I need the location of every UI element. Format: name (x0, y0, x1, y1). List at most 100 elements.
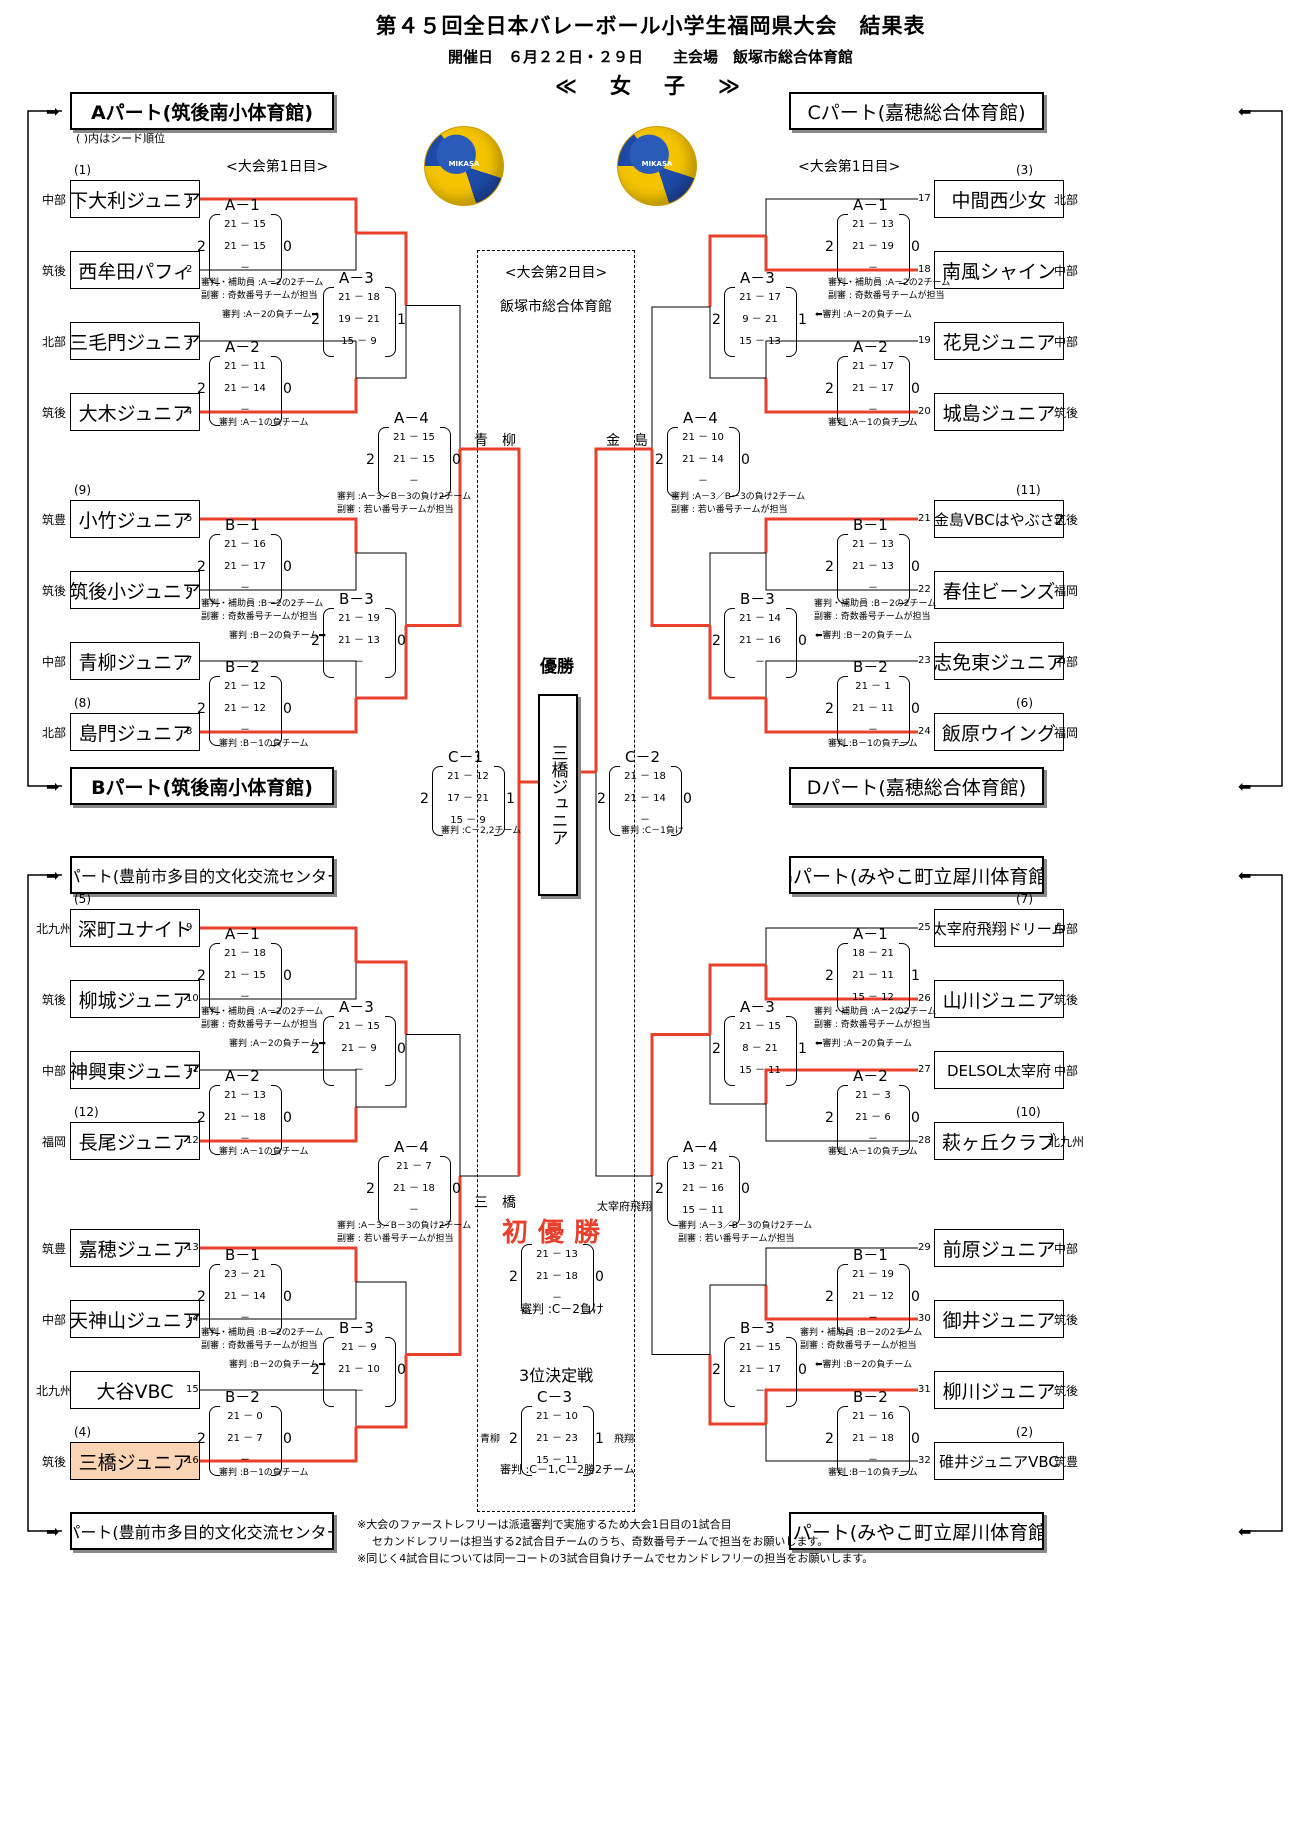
set-score: 21 － 12 (224, 703, 266, 714)
champion-box: 三橋ジュニア (538, 694, 578, 896)
set-score: － (240, 1455, 250, 1466)
part-d-box: Dパート(嘉穂総合体育館) (789, 767, 1044, 805)
team-number: 7 (186, 655, 193, 666)
set-score: － (868, 583, 878, 594)
set-score: － (868, 1313, 878, 1324)
sets-won-right: 0 (741, 1181, 750, 1197)
match-label: A－3 (740, 269, 775, 287)
score-brace (385, 287, 396, 357)
score-brace (385, 608, 396, 678)
score-brace (209, 943, 220, 1013)
match-label: A－2 (853, 1067, 888, 1085)
winner-label: 金 島 (606, 433, 648, 449)
set-score: 21 － 15 (224, 970, 266, 981)
score-brace (209, 356, 220, 426)
winner-path (764, 698, 918, 734)
referee-note: 審判 :A－2の負チーム➡ (222, 310, 320, 320)
team-seed: (6) (1016, 696, 1033, 710)
set-score: 15 － 11 (536, 1455, 578, 1466)
set-score: 21 － 13 (852, 539, 894, 550)
referee-note: 審判・補助員 :A－2の2チーム (201, 278, 324, 288)
team-number: 17 (918, 193, 931, 204)
referee-note: ⬅審判 :B－2の負チーム (815, 1360, 913, 1370)
set-score: 21 － 17 (739, 292, 781, 303)
sets-won-left: 2 (509, 1431, 518, 1447)
score-brace (837, 1406, 848, 1476)
referee-note: 副審 : 奇数番号チームが担当 (201, 612, 318, 622)
set-score: 21 － 18 (852, 1433, 894, 1444)
set-score: 21 － 16 (682, 1183, 724, 1194)
set-score: 21 － 15 (224, 219, 266, 230)
winner-path (764, 1068, 918, 1104)
score-brace (837, 676, 848, 746)
team-region: 筑後 (41, 1455, 66, 1469)
score-brace (323, 1016, 334, 1086)
team-region: 筑後 (41, 264, 66, 278)
score-brace (667, 427, 678, 497)
team-number: 30 (918, 1313, 931, 1324)
set-score: － (868, 725, 878, 736)
match-label: B－1 (225, 516, 260, 534)
team-region: 中部 (41, 1064, 66, 1078)
score-brace (209, 534, 220, 604)
match-label: B－3 (339, 1319, 374, 1337)
set-score: 21 － 6 (855, 1112, 891, 1123)
set-score: 8 － 21 (742, 1043, 778, 1054)
arrow-left-icon: ⬅ (1238, 777, 1252, 796)
team-name-25: 太宰府飛翔ドリーム (934, 909, 1064, 947)
match-label: B－3 (339, 590, 374, 608)
winner-path (650, 1033, 710, 1176)
set-score: 17 － 21 (447, 793, 489, 804)
set-score: 15 － 9 (450, 815, 486, 826)
winner-label: 青 柳 (474, 433, 516, 449)
team-number: 28 (918, 1135, 931, 1146)
sets-won-right: 0 (911, 239, 920, 255)
team-seed: (7) (1016, 892, 1033, 906)
winner-path (650, 449, 710, 627)
footer-note: セカンドレフリーは担当する2試合目チームのうち、奇数番号チームで担当をお願いしま… (372, 1535, 829, 1548)
footer-note: ※同じく4試合目については同一コートの3試合目負けチームでセカンドレフリーの担当… (357, 1552, 874, 1565)
set-score: － (755, 1386, 765, 1397)
set-score: － (240, 405, 250, 416)
referee-note: 審判・補助員 :A－2の2チーム (201, 1007, 324, 1017)
match-label: A－4 (683, 1138, 718, 1156)
team-name-10: 柳城ジュニア (70, 980, 200, 1018)
day2-label: <大会第2日目> (504, 265, 608, 281)
set-score: 21 － 9 (341, 1342, 377, 1353)
match-label: A－3 (339, 269, 374, 287)
winner-label: 三 橋 (474, 1195, 516, 1211)
match-label: B－1 (225, 1246, 260, 1264)
set-score: － (868, 405, 878, 416)
team-region: 中部 (41, 655, 66, 669)
set-score: 23 － 21 (224, 1269, 266, 1280)
team-number: 15 (186, 1384, 199, 1395)
sets-won-left: 2 (420, 791, 429, 807)
sets-won-right: 0 (283, 701, 292, 717)
day1-label: <大会第1日目> (226, 159, 329, 175)
referee-note: 副審 : 奇数番号チームが担当 (828, 291, 945, 301)
score-brace (837, 1085, 848, 1155)
set-score: 21 － 15 (224, 241, 266, 252)
sets-won-left: 2 (311, 1362, 320, 1378)
winner-path (764, 965, 918, 1001)
team-seed: (4) (74, 1425, 91, 1439)
match-label: B－3 (740, 1319, 775, 1337)
sets-won-right: 1 (506, 791, 515, 807)
referee-note: 審判 :B－1の負チーム (219, 739, 309, 749)
team-number: 29 (918, 1242, 931, 1253)
team-region: 中部 (41, 1313, 66, 1327)
score-brace (378, 427, 389, 497)
score-brace (724, 287, 735, 357)
winner-path (200, 378, 358, 414)
sets-won-left: 2 (712, 633, 721, 649)
referee-note: 審判 :A－2の負チーム➡ (229, 1039, 327, 1049)
set-score: － (240, 263, 250, 274)
team-name-2: 西牟田パフィ (70, 251, 200, 289)
team-number: 1 (186, 193, 193, 204)
team-name-5: 小竹ジュニア (70, 500, 200, 538)
score-brace (494, 766, 505, 836)
winner-path (764, 517, 918, 553)
set-score: 21 － 16 (852, 1411, 894, 1422)
winner-path (764, 1285, 918, 1321)
team-number: 22 (918, 584, 931, 595)
